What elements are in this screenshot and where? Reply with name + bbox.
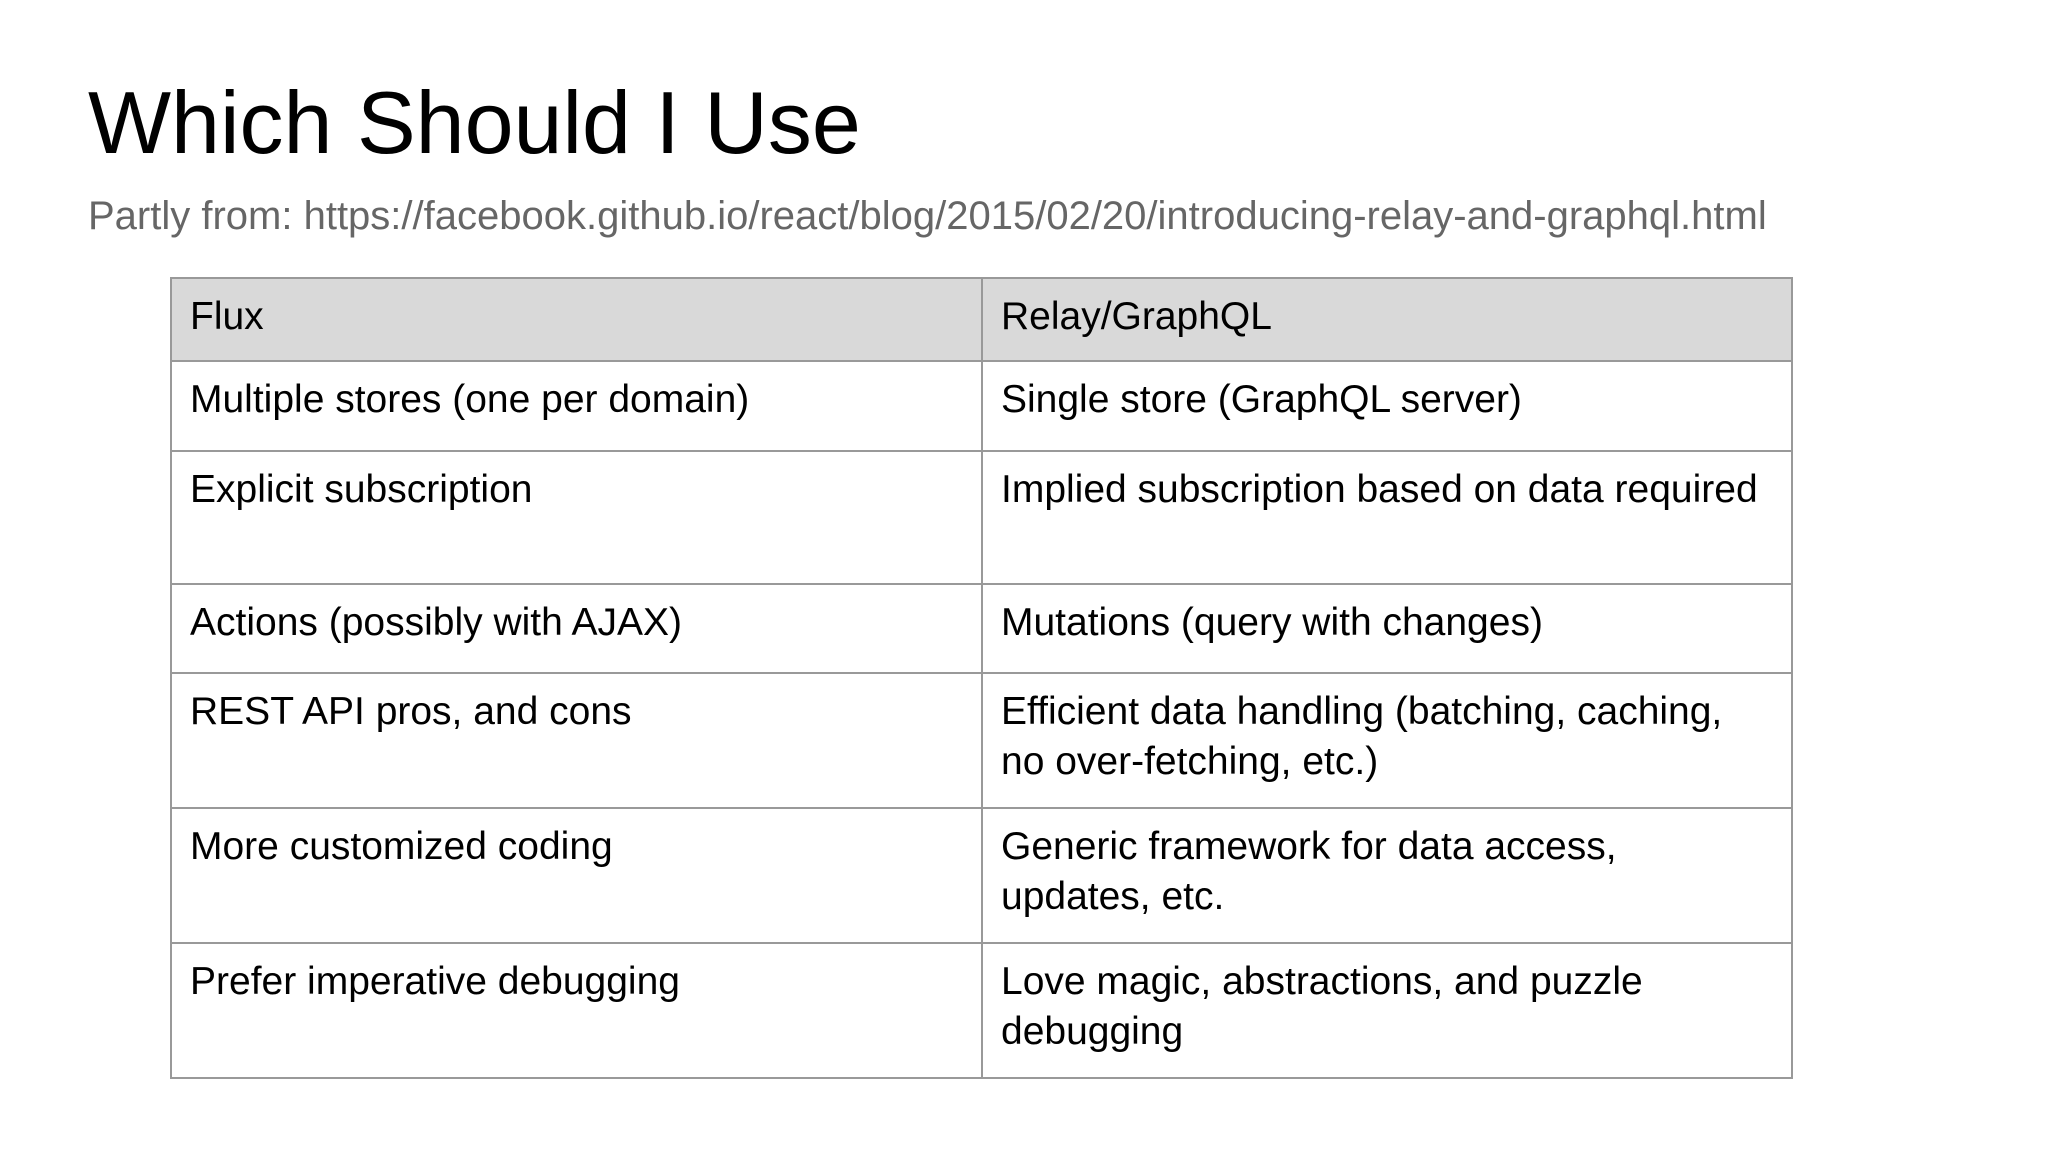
cell-flux: Explicit subscription [170,450,983,585]
cell-relay: Single store (GraphQL server) [981,360,1793,452]
cell-relay: Love magic, abstractions, and puzzle deb… [981,942,1793,1079]
table-row: Multiple stores (one per domain) Single … [170,360,1793,452]
table-row: REST API pros, and cons Efficient data h… [170,672,1793,809]
table-row: Actions (possibly with AJAX) Mutations (… [170,583,1793,674]
table-header-row: Flux Relay/GraphQL [170,277,1793,362]
cell-flux: Actions (possibly with AJAX) [170,583,983,674]
cell-relay: Generic framework for data access, updat… [981,807,1793,944]
cell-relay: Mutations (query with changes) [981,583,1793,674]
comparison-table: Flux Relay/GraphQL Multiple stores (one … [170,277,1793,1079]
slide-title: Which Should I Use [88,73,861,172]
cell-flux: More customized coding [170,807,983,944]
cell-relay: Implied subscription based on data requi… [981,450,1793,585]
table-row: Prefer imperative debugging Love magic, … [170,942,1793,1079]
cell-flux: REST API pros, and cons [170,672,983,809]
table-row: More customized coding Generic framework… [170,807,1793,944]
source-note: Partly from: https://facebook.github.io/… [88,194,1767,238]
column-header-relay-graphql: Relay/GraphQL [981,277,1793,362]
cell-relay: Efficient data handling (batching, cachi… [981,672,1793,809]
column-header-flux: Flux [170,277,983,362]
cell-flux: Prefer imperative debugging [170,942,983,1079]
table-row: Explicit subscription Implied subscripti… [170,450,1793,585]
cell-flux: Multiple stores (one per domain) [170,360,983,452]
